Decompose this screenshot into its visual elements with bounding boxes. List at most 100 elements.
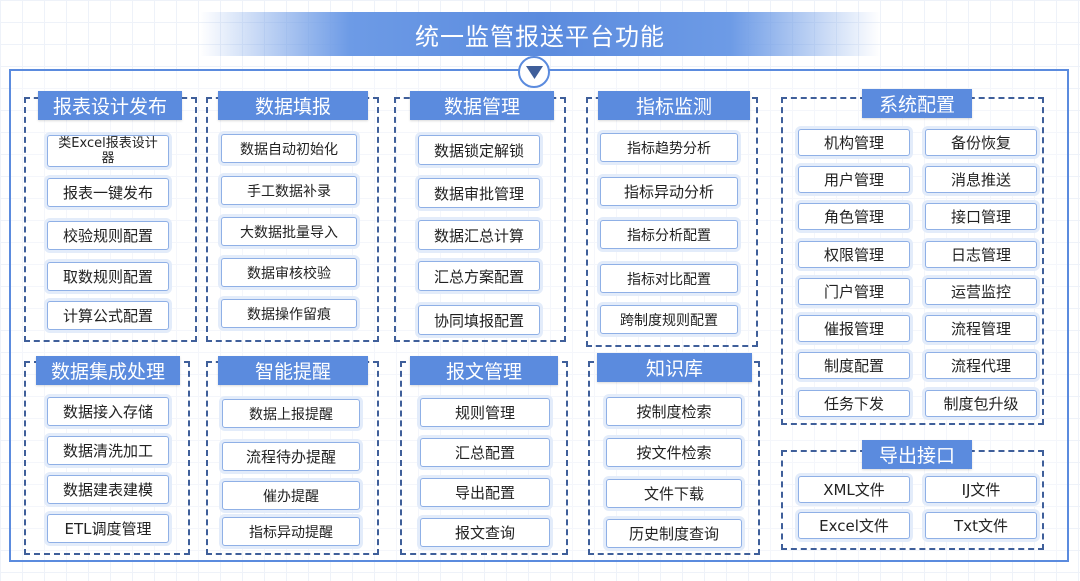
item-message-push: 消息推送 [925,166,1037,193]
item-label: 运营监控 [950,283,1011,301]
item-interface-mgmt: 接口管理 [925,203,1037,230]
item-label: 按制度检索 [636,403,712,421]
item-label: 指标分析配置 [627,227,711,244]
item-export-config: 导出配置 [420,478,550,507]
item-label: XML文件 [823,481,885,499]
item-label: 流程管理 [950,320,1011,338]
item-label: 规则管理 [454,404,515,422]
item-label: 流程待办提醒 [245,448,336,466]
item-label: 报表一键发布 [62,184,153,202]
item-label: 数据上报提醒 [249,406,333,423]
item-label: 消息推送 [950,171,1011,189]
item-approval-mgmt: 数据审批管理 [418,178,540,208]
item-workflow-proxy: 流程代理 [925,352,1037,379]
item-label: 计算公式配置 [62,307,153,325]
item-label: Excel文件 [819,517,889,535]
item-ij-file: IJ文件 [925,476,1037,503]
item-label: 门户管理 [823,283,884,301]
item-collab-fill: 协同填报配置 [418,305,540,335]
item-label: IJ文件 [961,481,1001,499]
module-header-message-mgmt: 报文管理 [410,356,558,385]
item-org-mgmt: 机构管理 [798,129,910,156]
item-data-clean: 数据清洗加工 [47,436,169,465]
page-title: 统一监管报送平台功能 [415,22,665,51]
chevron-down-icon [518,56,550,88]
item-label: 数据接入存储 [62,403,153,421]
item-label: Txt文件 [954,517,1008,535]
chevron-down-icon-shape [526,66,543,79]
item-label: 文件下载 [643,485,704,503]
item-regulation-config: 制度配置 [798,352,910,379]
item-label: 备份恢复 [950,134,1011,152]
item-label: 权限管理 [823,246,884,264]
item-label: 导出配置 [454,484,515,502]
item-search-regulation: 按制度检索 [606,397,742,426]
item-label: 报文查询 [454,524,515,542]
item-message-query: 报文查询 [420,518,550,547]
item-label: 任务下发 [823,395,884,413]
item-label: 数据审批管理 [433,184,524,203]
item-excel-file: Excel文件 [798,512,910,539]
item-label: 指标异动分析 [623,183,714,201]
item-data-ingest: 数据接入存储 [47,397,169,426]
item-one-click-publish: 报表一键发布 [47,178,169,207]
item-fetch-rules: 取数规则配置 [47,262,169,291]
item-compare-config: 指标对比配置 [600,264,738,293]
item-summary-scheme: 汇总方案配置 [418,261,540,291]
item-analysis-config: 指标分析配置 [600,220,738,249]
item-label: 催报管理 [823,320,884,338]
item-label: 数据建表建模 [62,481,153,499]
item-label: 催办提醒 [263,488,319,505]
item-trend-analysis: 指标趋势分析 [600,133,738,162]
item-summary-calc: 数据汇总计算 [418,220,540,250]
item-operation-trace: 数据操作留痕 [221,299,357,328]
item-label: ETL调度管理 [64,520,152,538]
item-label: 取数规则配置 [62,268,153,286]
item-task-dispatch: 任务下发 [798,390,910,417]
item-data-model: 数据建表建模 [47,475,169,504]
item-workflow-mgmt: 流程管理 [925,315,1037,342]
item-auto-init: 数据自动初始化 [221,134,357,163]
item-role-mgmt: 角色管理 [798,203,910,230]
item-formula-config: 计算公式配置 [47,301,169,330]
module-header-data-fill: 数据填报 [218,91,368,120]
title-banner: 统一监管报送平台功能 [200,12,880,56]
item-label: 制度包升级 [943,395,1019,413]
item-label: 按文件检索 [636,444,712,462]
item-label: 指标趋势分析 [627,140,711,157]
item-search-file: 按文件检索 [606,438,742,467]
item-label: 数据自动初始化 [240,141,338,158]
item-txt-file: Txt文件 [925,512,1037,539]
item-file-download: 文件下载 [606,479,742,508]
item-label: 机构管理 [823,134,884,152]
item-label: 协同填报配置 [433,311,524,330]
item-label: 跨制度规则配置 [620,312,718,329]
item-label: 数据清洗加工 [62,442,153,460]
item-label: 数据操作留痕 [247,306,331,323]
item-label: 日志管理 [950,246,1011,264]
item-user-mgmt: 用户管理 [798,166,910,193]
item-label: 角色管理 [823,208,884,226]
module-header-indicator-monitor: 指标监测 [598,91,750,120]
item-label: 流程代理 [950,357,1011,375]
module-header-system-config: 系统配置 [862,89,972,118]
item-anomaly-reminder: 指标异动提醒 [222,517,360,546]
item-label: 历史制度查询 [628,525,719,543]
item-report-reminder: 数据上报提醒 [222,399,360,428]
item-portal-mgmt: 门户管理 [798,278,910,305]
item-label: 用户管理 [823,171,884,189]
item-ops-monitor: 运营监控 [925,278,1037,305]
item-label: 手工数据补录 [247,183,331,200]
module-header-export-interface: 导出接口 [862,440,972,469]
item-data-review: 数据审核校验 [221,258,357,287]
item-label: 数据汇总计算 [433,226,524,245]
item-log-mgmt: 日志管理 [925,241,1037,268]
item-lock-unlock: 数据锁定解锁 [418,135,540,165]
item-label: 接口管理 [950,208,1011,226]
item-validation-rules: 校验规则配置 [47,221,169,250]
module-header-smart-reminder: 智能提醒 [218,356,368,385]
item-label: 数据审核校验 [247,265,331,282]
item-label: 数据锁定解锁 [433,141,524,160]
item-todo-reminder: 流程待办提醒 [222,442,360,471]
